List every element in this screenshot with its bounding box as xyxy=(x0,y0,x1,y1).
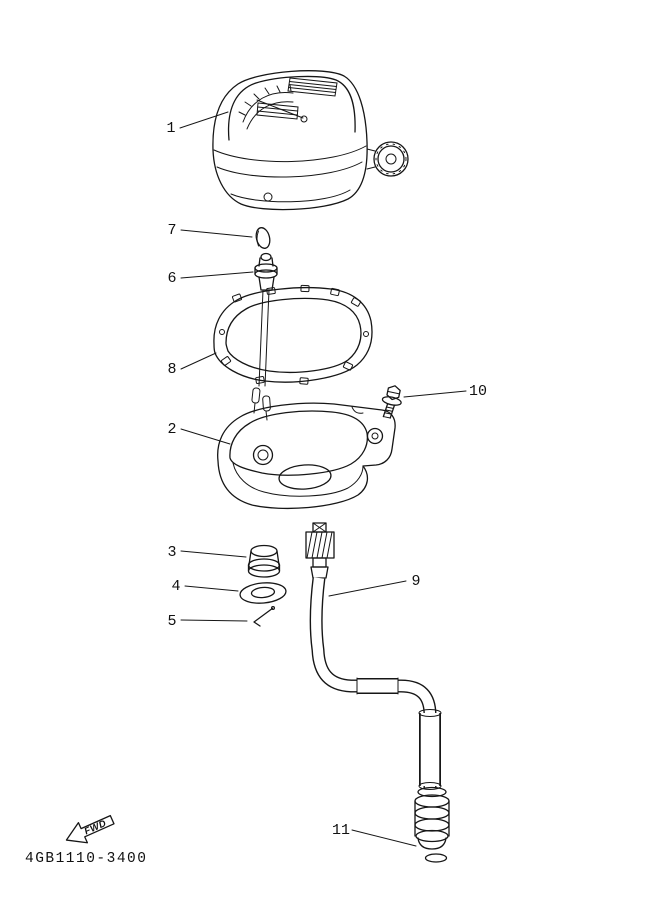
callout-3: 3 xyxy=(167,544,176,561)
part-9-speedometer-cable xyxy=(305,522,442,790)
callout-2: 2 xyxy=(167,421,176,438)
callout-6: 6 xyxy=(167,270,176,287)
part-11-cable-end xyxy=(414,786,450,863)
fwd-direction-arrow: FWD xyxy=(65,814,115,844)
part-3-grommet xyxy=(247,544,281,578)
callout-5: 5 xyxy=(167,613,176,630)
callout-9: 9 xyxy=(411,573,420,590)
part-8-damper-frame xyxy=(213,284,373,385)
part-1-meter-assembly xyxy=(212,70,409,211)
callout-leader-lines xyxy=(179,111,467,847)
callout-1: 1 xyxy=(166,120,175,137)
reset-knob-drawing xyxy=(366,141,409,177)
part-2-lower-case xyxy=(217,402,396,510)
callout-4: 4 xyxy=(171,578,180,595)
part-10-bolt xyxy=(381,385,402,419)
diagram-part-code: 4GB1110-3400 xyxy=(25,851,147,867)
callout-7: 7 xyxy=(167,222,176,239)
part-4-washer xyxy=(239,582,287,604)
part-5-clip xyxy=(253,606,275,627)
callout-8: 8 xyxy=(167,361,176,378)
part-7-bulb xyxy=(255,227,271,249)
callout-11: 11 xyxy=(332,822,350,839)
fwd-label: FWD xyxy=(83,818,109,837)
callout-10: 10 xyxy=(469,383,487,400)
part-6-bulb-socket xyxy=(251,252,278,421)
